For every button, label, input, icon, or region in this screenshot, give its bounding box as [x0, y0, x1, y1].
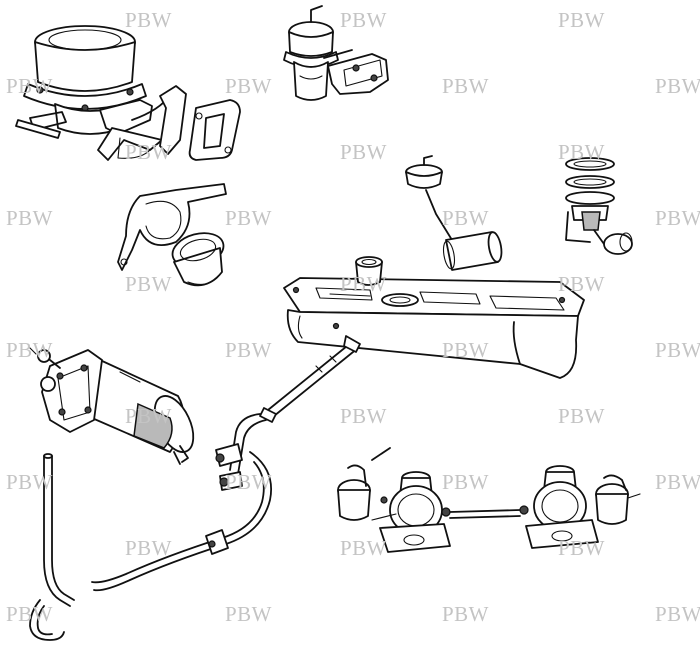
fuel-tank	[283, 256, 585, 379]
fuel-gauge-sender-float	[405, 155, 503, 271]
fuel-gauge-sender-assembly	[565, 157, 633, 255]
fuel-pipe	[259, 335, 361, 423]
mounting-bracket	[117, 183, 227, 287]
electric-fuel-pump	[29, 347, 195, 465]
flexible-hose	[29, 413, 272, 641]
small-fuel-pump	[283, 5, 389, 101]
pump-gasket	[188, 99, 241, 161]
mechanical-fuel-pump	[15, 25, 187, 161]
twin-carburettors	[337, 447, 641, 553]
